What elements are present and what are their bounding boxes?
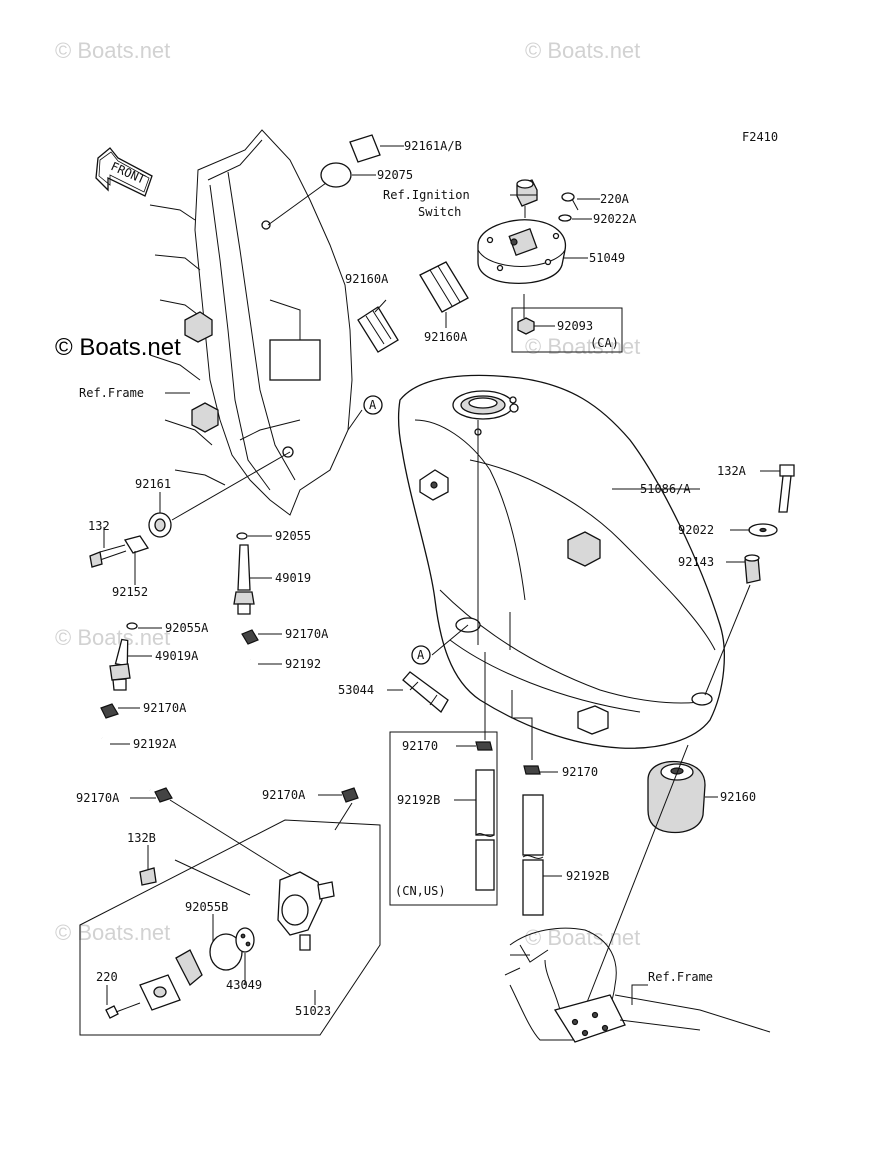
label-92160a-2: 92160A — [424, 330, 468, 344]
label-49019: 49019 — [275, 571, 311, 585]
label-92170a-1: 92170A — [285, 627, 329, 641]
label-53044: 53044 — [338, 683, 374, 697]
label-220a: 220A — [600, 192, 630, 206]
fuel-tap-49019 — [109, 532, 255, 691]
label-92152: 92152 — [112, 585, 148, 599]
label-92143: 92143 — [678, 555, 714, 569]
mounting-parts-left — [89, 451, 291, 568]
label-92075: 92075 — [377, 168, 413, 182]
damper-parts-top — [267, 134, 381, 226]
fuel-tank — [398, 374, 725, 749]
label-92160: 92160 — [720, 790, 756, 804]
fuel-cock-assembly — [79, 819, 381, 1036]
part-labels: 92161A/B 92075 Ref.Ignition Switch 220 A … — [76, 139, 756, 1018]
label-92192a: 92192A — [133, 737, 177, 751]
callout-a-top: A — [369, 398, 377, 412]
label-92160a-1: 92160A — [345, 272, 389, 286]
part-53044 — [402, 671, 449, 713]
label-92055b: 92055B — [185, 900, 228, 914]
label-132: 132 — [88, 519, 110, 533]
label-92055: 92055 — [275, 529, 311, 543]
watermark-7: © Boats.net — [525, 925, 640, 950]
label-49019a: 49019A — [155, 649, 199, 663]
watermark-3: © Boats.net — [525, 334, 640, 359]
label-132a: 132A — [717, 464, 747, 478]
label-51023: 51023 — [295, 1004, 331, 1018]
watermark-2: © Boats.net — [525, 38, 640, 63]
callouts: A A — [363, 395, 431, 665]
label-92022: 92022 — [678, 523, 714, 537]
watermark-1: © Boats.net — [55, 38, 170, 63]
label-92170a-4: 92170A — [262, 788, 306, 802]
label-92170-2: 92170 — [562, 765, 598, 779]
label-132b: 132B — [127, 831, 156, 845]
label-92170-1: 92170 — [402, 739, 438, 753]
vent-hoses-cnus — [389, 652, 544, 916]
label-ref-frame-2: Ref.Frame — [648, 970, 713, 984]
label-ref-frame-1: Ref.Frame — [79, 386, 144, 400]
label-92161ab: 92161A/B — [404, 139, 462, 153]
frame-left — [149, 129, 353, 516]
fuel-cap — [477, 179, 579, 335]
label-92192b-1: 92192B — [397, 793, 440, 807]
label-51086a: 51086/A — [640, 482, 691, 496]
label-92192: 92192 — [285, 657, 321, 671]
label-switch: Switch — [418, 205, 461, 219]
label-43049: 43049 — [226, 978, 262, 992]
front-arrow-icon: FRONT — [95, 147, 153, 197]
label-92170a-2: 92170A — [143, 701, 187, 715]
frame-rear — [504, 927, 771, 1043]
watermark-4: © Boats.net — [55, 625, 170, 650]
label-220: 220 — [96, 970, 118, 984]
label-92055a: 92055A — [165, 621, 209, 635]
label-cnus: (CN,US) — [395, 884, 446, 898]
label-92161: 92161 — [135, 477, 171, 491]
watermark-6: © Boats.net — [55, 920, 170, 945]
rubber-pad-92160a — [357, 261, 469, 353]
label-92022a: 92022A — [593, 212, 637, 226]
callout-a-bottom: A — [417, 648, 425, 662]
label-92093: 92093 — [557, 319, 593, 333]
rear-mount-parts — [581, 464, 795, 1016]
label-92170a-3: 92170A — [76, 791, 120, 805]
label-51049: 51049 — [589, 251, 625, 265]
label-ca: (CA) — [590, 336, 619, 350]
label-ref-ignition: Ref.Ignition — [383, 188, 470, 202]
watermark-main: © Boats.net — [55, 334, 181, 361]
hoses-and-clamps — [98, 629, 376, 879]
leader-lines — [103, 145, 780, 1005]
label-92192b-2: 92192B — [566, 869, 609, 883]
diagram-code: F2410 — [742, 130, 778, 144]
